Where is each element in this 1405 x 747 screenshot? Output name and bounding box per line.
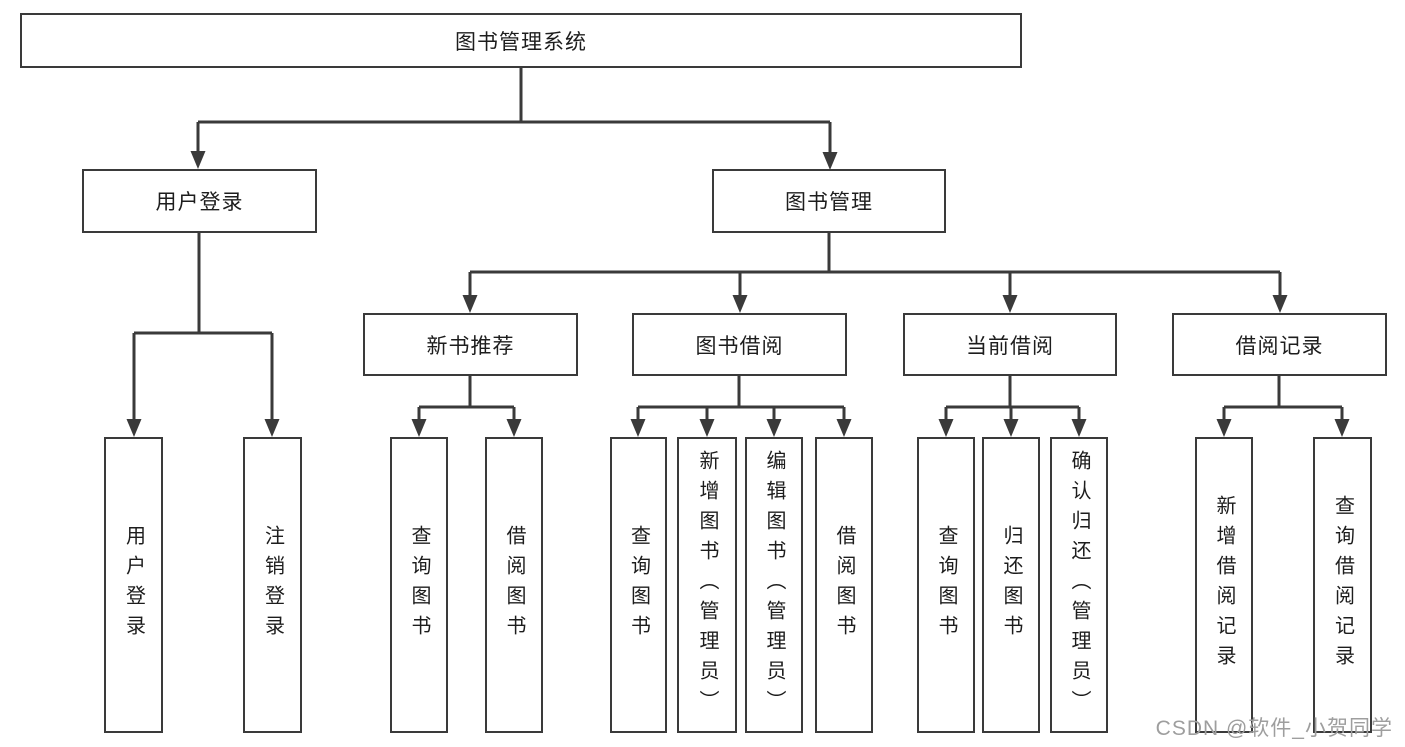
- node-borrowing-record: 借阅记录: [1172, 313, 1387, 376]
- arrowhead-icon: [1003, 419, 1019, 437]
- arrowhead-icon: [126, 419, 142, 437]
- node-label: 图书借阅: [695, 334, 784, 358]
- arrowheads: [126, 151, 1350, 437]
- arrowhead-icon: [190, 151, 206, 169]
- node-label: 借阅记录: [1235, 334, 1324, 358]
- node-new-book-recommendation: 新书推荐: [363, 313, 578, 376]
- node-label: 新增图书（管理员）: [696, 450, 718, 720]
- node-label: 新增借阅记录: [1213, 495, 1235, 675]
- arrowhead-icon: [462, 295, 478, 313]
- arrowhead-icon: [506, 419, 522, 437]
- leaf-confirm-return-admin: 确认归还（管理员）: [1050, 437, 1108, 733]
- leaf-query-books-2: 查询图书: [610, 437, 667, 733]
- node-label: 图书管理系统: [455, 30, 587, 54]
- arrowhead-icon: [822, 152, 838, 170]
- arrowhead-icon: [1002, 295, 1018, 313]
- arrowhead-icon: [264, 419, 280, 437]
- node-label: 查询图书: [408, 525, 430, 645]
- node-label: 查询借阅记录: [1331, 495, 1354, 675]
- node-label: 归还图书: [1000, 525, 1022, 645]
- node-label: 确认归还（管理员）: [1068, 450, 1090, 720]
- node-label: 新书推荐: [426, 334, 515, 358]
- arrowhead-icon: [411, 419, 427, 437]
- node-label: 当前借阅: [966, 334, 1054, 358]
- arrowhead-icon: [732, 295, 748, 313]
- leaf-query-books-3: 查询图书: [917, 437, 975, 733]
- leaf-user-login: 用户登录: [104, 437, 163, 733]
- leaf-add-books-admin: 新增图书（管理员）: [677, 437, 737, 733]
- node-current-borrowing: 当前借阅: [903, 313, 1117, 376]
- leaf-edit-books-admin: 编辑图书（管理员）: [745, 437, 803, 733]
- arrowhead-icon: [1216, 419, 1232, 437]
- node-book-management: 图书管理: [712, 169, 946, 233]
- node-label: 借阅图书: [503, 525, 525, 645]
- arrowhead-icon: [630, 419, 646, 437]
- node-book-borrowing: 图书借阅: [632, 313, 847, 376]
- node-user-login: 用户登录: [82, 169, 317, 233]
- leaf-query-books-1: 查询图书: [390, 437, 448, 733]
- arrowhead-icon: [766, 419, 782, 437]
- leaf-query-borrow-record: 查询借阅记录: [1313, 437, 1372, 733]
- leaf-borrow-books-1: 借阅图书: [485, 437, 543, 733]
- node-label: 查询图书: [935, 525, 957, 645]
- arrowhead-icon: [1272, 295, 1288, 313]
- node-label: 用户登录: [122, 525, 145, 645]
- node-label: 借阅图书: [833, 525, 855, 645]
- connector-lines: [132, 68, 1344, 421]
- csdn-watermark: CSDN @软件_小贺同学: [1155, 717, 1393, 740]
- arrowhead-icon: [699, 419, 715, 437]
- node-label: 编辑图书（管理员）: [763, 450, 785, 720]
- leaf-logout: 注销登录: [243, 437, 302, 733]
- arrowhead-icon: [836, 419, 852, 437]
- leaf-add-borrow-record: 新增借阅记录: [1195, 437, 1253, 733]
- arrowhead-icon: [1071, 419, 1087, 437]
- node-label: 用户登录: [155, 191, 244, 214]
- node-label: 图书管理: [785, 191, 873, 214]
- node-book-management-system: 图书管理系统: [20, 13, 1022, 68]
- leaf-return-books: 归还图书: [982, 437, 1040, 733]
- node-label: 注销登录: [261, 525, 284, 645]
- node-label: 查询图书: [627, 525, 650, 645]
- leaf-borrow-books-2: 借阅图书: [815, 437, 873, 733]
- arrowhead-icon: [1334, 419, 1350, 437]
- arrowhead-icon: [938, 419, 954, 437]
